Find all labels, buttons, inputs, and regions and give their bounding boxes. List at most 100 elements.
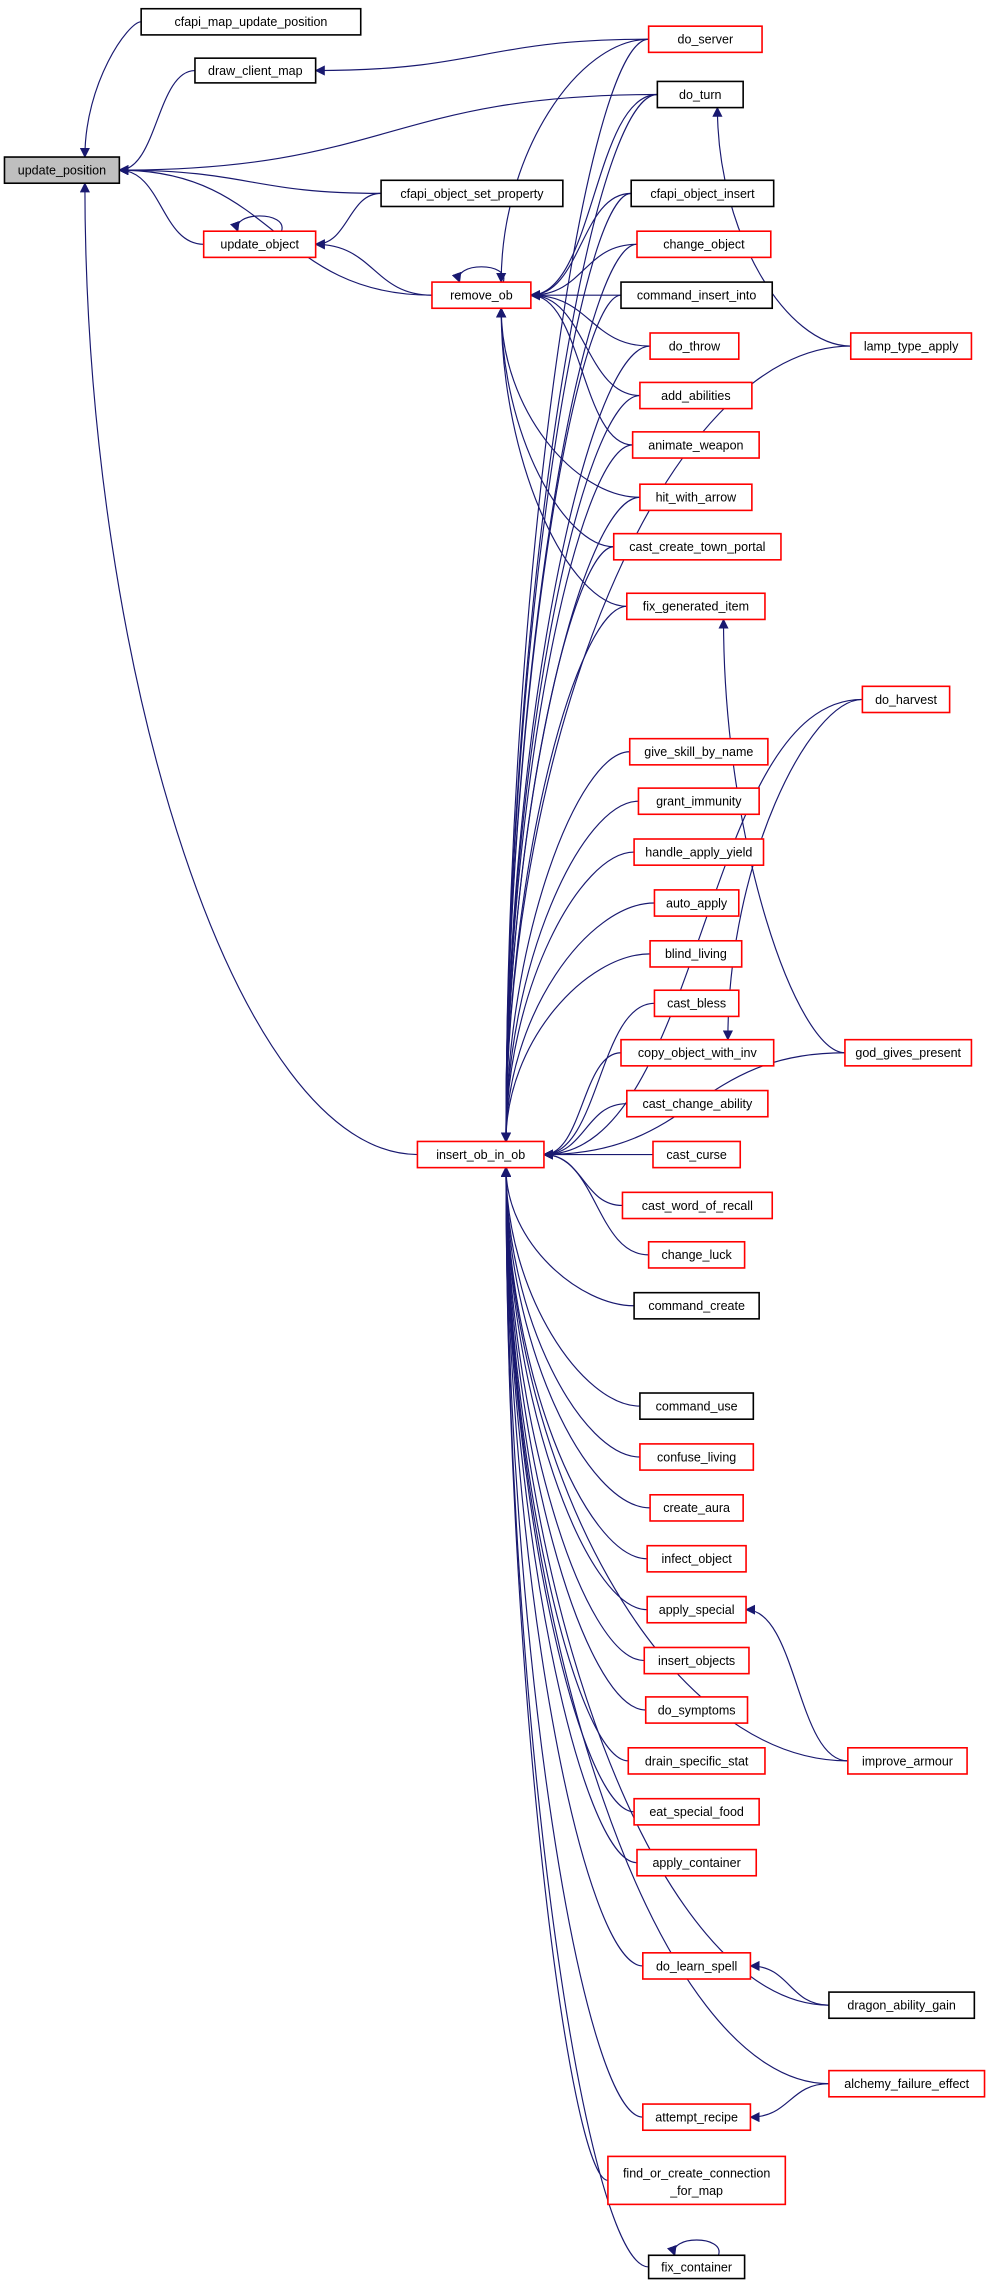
node-box[interactable]	[607, 2155, 787, 2206]
node-grant-immunity[interactable]: grant_immunity	[637, 787, 760, 816]
node-box[interactable]	[647, 2254, 746, 2280]
node-box[interactable]	[633, 838, 765, 866]
node-insert-ob-in-ob[interactable]: insert_ob_in_ob	[416, 1140, 545, 1169]
node-box[interactable]	[630, 179, 775, 208]
node-box[interactable]	[643, 1646, 750, 1675]
node-change-luck[interactable]: change_luck	[647, 1240, 746, 1269]
node-do-throw[interactable]: do_throw	[649, 332, 740, 360]
node-handle-apply-yield[interactable]: handle_apply_yield	[633, 838, 765, 866]
node-box[interactable]	[3, 156, 121, 185]
node-box[interactable]	[628, 737, 769, 766]
node-blind-living[interactable]: blind_living	[649, 939, 743, 968]
node-cfapi-object-insert[interactable]: cfapi_object_insert	[630, 179, 775, 208]
node-box[interactable]	[652, 1140, 742, 1169]
node-box[interactable]	[639, 1392, 755, 1420]
node-cast-bless[interactable]: cast_bless	[653, 989, 740, 1018]
node-box[interactable]	[861, 685, 951, 714]
node-box[interactable]	[612, 532, 782, 561]
node-box[interactable]	[621, 1191, 774, 1220]
node-box[interactable]	[633, 1291, 760, 1320]
node-change-object[interactable]: change_object	[636, 230, 772, 259]
node-confuse-living[interactable]: confuse_living	[639, 1443, 755, 1471]
node-update-position[interactable]: update_position	[3, 156, 121, 185]
node-box[interactable]	[620, 281, 774, 310]
node-lamp-type-apply[interactable]: lamp_type_apply	[849, 332, 973, 360]
node-find-or-create-connection-for-map[interactable]: find_or_create_connection_for_map	[607, 2155, 787, 2206]
node-do-server[interactable]: do_server	[647, 25, 763, 54]
node-box[interactable]	[202, 230, 317, 259]
node-copy-object-with-inv[interactable]: copy_object_with_inv	[620, 1038, 775, 1067]
node-cast-change-ability[interactable]: cast_change_ability	[626, 1089, 769, 1118]
node-box[interactable]	[649, 939, 743, 968]
node-command-use[interactable]: command_use	[639, 1392, 755, 1420]
node-box[interactable]	[642, 1952, 752, 1980]
node-box[interactable]	[626, 592, 766, 621]
node-box[interactable]	[644, 1696, 749, 1724]
node-fix-generated-item[interactable]: fix_generated_item	[626, 592, 766, 621]
node-box[interactable]	[631, 431, 760, 459]
node-box[interactable]	[849, 332, 973, 360]
node-eat-special-food[interactable]: eat_special_food	[633, 1797, 760, 1826]
node-add-abilities[interactable]: add_abilities	[639, 381, 753, 410]
node-cast-word-of-recall[interactable]: cast_word_of_recall	[621, 1191, 774, 1220]
node-box[interactable]	[626, 1089, 769, 1118]
node-insert-objects[interactable]: insert_objects	[643, 1646, 750, 1675]
node-box[interactable]	[140, 7, 362, 36]
node-box[interactable]	[637, 787, 760, 816]
node-fix-container[interactable]: fix_container	[647, 2254, 746, 2280]
node-box[interactable]	[647, 25, 763, 54]
node-infect-object[interactable]: infect_object	[646, 1544, 747, 1573]
node-box[interactable]	[380, 179, 564, 208]
node-improve-armour[interactable]: improve_armour	[847, 1747, 968, 1775]
node-update-object[interactable]: update_object	[202, 230, 317, 259]
node-box[interactable]	[636, 1848, 758, 1877]
node-box[interactable]	[620, 1038, 775, 1067]
node-apply-container[interactable]: apply_container	[636, 1848, 758, 1877]
node-box[interactable]	[633, 1797, 760, 1826]
node-dragon-ability-gain[interactable]: dragon_ability_gain	[828, 1991, 976, 2020]
node-box[interactable]	[194, 57, 317, 84]
node-alchemy-failure-effect[interactable]: alchemy_failure_effect	[828, 2069, 986, 2098]
node-cfapi-map-update-position[interactable]: cfapi_map_update_position	[140, 7, 362, 36]
node-box[interactable]	[653, 889, 740, 917]
node-drain-specific-stat[interactable]: drain_specific_stat	[627, 1747, 766, 1775]
node-box[interactable]	[646, 1595, 747, 1624]
node-hit-with-arrow[interactable]: hit_with_arrow	[639, 483, 753, 512]
node-box[interactable]	[416, 1140, 545, 1169]
node-box[interactable]	[847, 1747, 968, 1775]
node-command-create[interactable]: command_create	[633, 1291, 760, 1320]
node-auto-apply[interactable]: auto_apply	[653, 889, 740, 917]
node-cast-create-town-portal[interactable]: cast_create_town_portal	[612, 532, 782, 561]
node-box[interactable]	[649, 332, 740, 360]
node-do-turn[interactable]: do_turn	[656, 80, 744, 109]
node-box[interactable]	[649, 1493, 744, 1522]
node-box[interactable]	[646, 1544, 747, 1573]
node-box[interactable]	[639, 1443, 755, 1471]
node-give-skill-by-name[interactable]: give_skill_by_name	[628, 737, 769, 766]
node-box[interactable]	[647, 1240, 746, 1269]
node-animate-weapon[interactable]: animate_weapon	[631, 431, 760, 459]
node-apply-special[interactable]: apply_special	[646, 1595, 747, 1624]
node-attempt-recipe[interactable]: attempt_recipe	[642, 2103, 752, 2132]
node-remove-ob[interactable]: remove_ob	[431, 281, 532, 310]
node-do-harvest[interactable]: do_harvest	[861, 685, 951, 714]
node-do-symptoms[interactable]: do_symptoms	[644, 1696, 749, 1724]
node-box[interactable]	[653, 989, 740, 1018]
node-box[interactable]	[636, 230, 772, 259]
node-box[interactable]	[844, 1038, 973, 1067]
node-box[interactable]	[656, 80, 744, 109]
node-box[interactable]	[627, 1747, 766, 1775]
node-box[interactable]	[642, 2103, 752, 2132]
node-box[interactable]	[828, 2069, 986, 2098]
node-cfapi-object-set-property[interactable]: cfapi_object_set_property	[380, 179, 564, 208]
node-box[interactable]	[639, 381, 753, 410]
node-command-insert-into[interactable]: command_insert_into	[620, 281, 774, 310]
node-create-aura[interactable]: create_aura	[649, 1493, 744, 1522]
node-cast-curse[interactable]: cast_curse	[652, 1140, 742, 1169]
node-do-learn-spell[interactable]: do_learn_spell	[642, 1952, 752, 1980]
node-god-gives-present[interactable]: god_gives_present	[844, 1038, 973, 1067]
node-box[interactable]	[431, 281, 532, 310]
node-box[interactable]	[828, 1991, 976, 2020]
node-draw-client-map[interactable]: draw_client_map	[194, 57, 317, 84]
node-box[interactable]	[639, 483, 753, 512]
